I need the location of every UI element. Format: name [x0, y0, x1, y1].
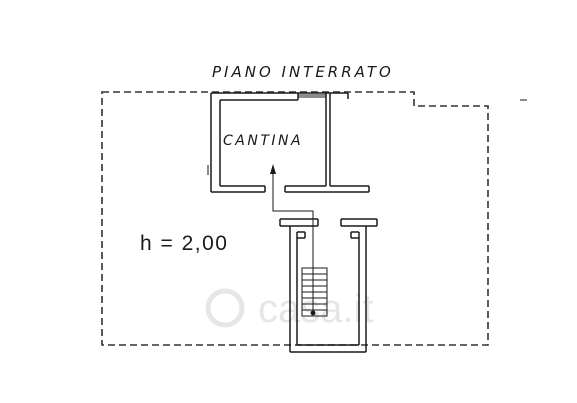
cantina-walls [210, 92, 370, 193]
room-label-cantina: CANTINA [223, 133, 303, 149]
perimeter-outline [101, 91, 489, 346]
floor-label: PIANO INTERRATO [212, 63, 394, 81]
direction-arrow [270, 164, 314, 313]
arrow-head-icon [270, 164, 276, 174]
stairs [301, 267, 328, 317]
watermark: casa.it [205, 287, 374, 331]
stairwell [279, 218, 378, 353]
watermark-text: casa.it [258, 287, 374, 331]
height-label: h = 2,00 [140, 232, 228, 255]
